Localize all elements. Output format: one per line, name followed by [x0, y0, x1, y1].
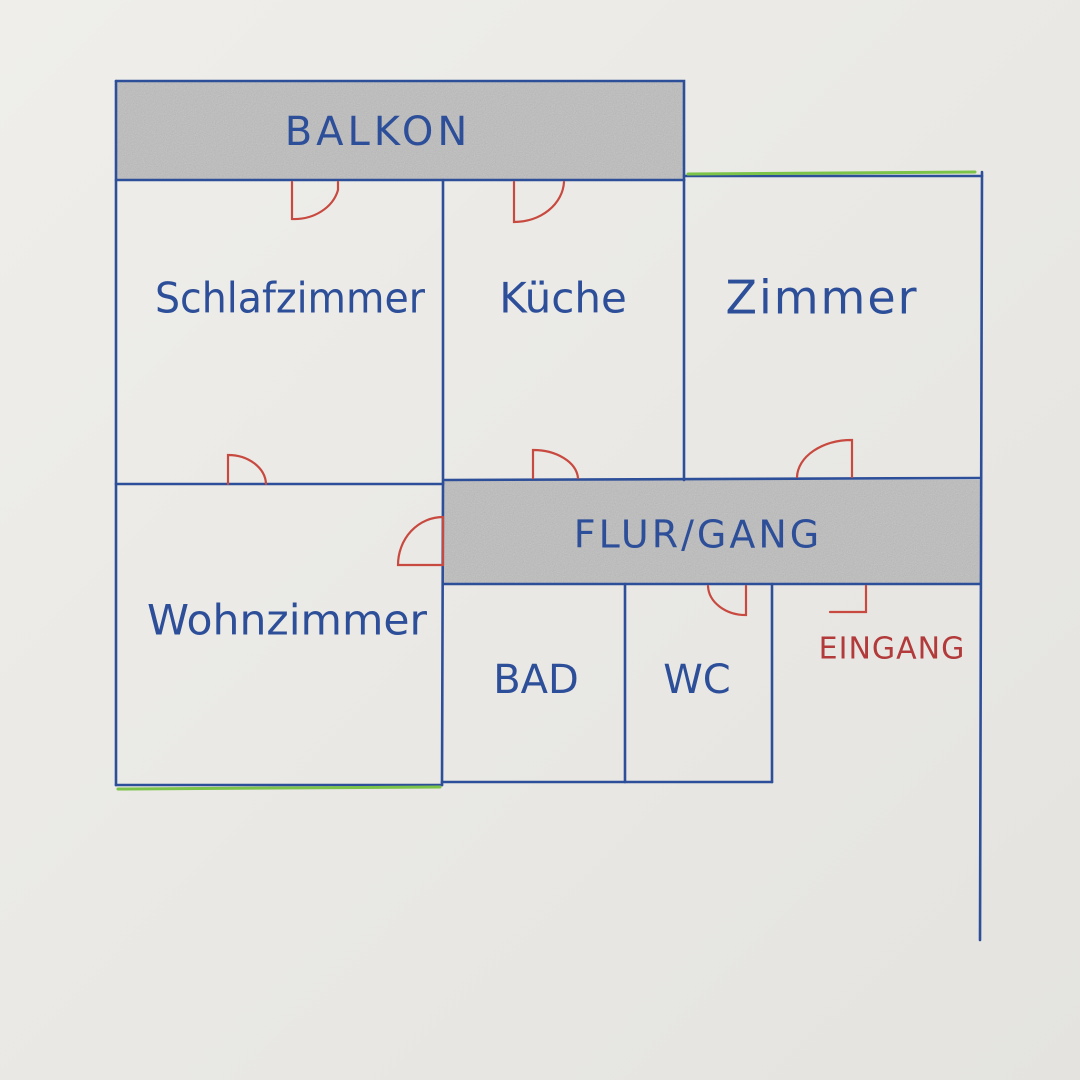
room-label-wohnzimmer: Wohnzimmer	[147, 596, 428, 645]
room-label-kueche: Küche	[499, 274, 627, 323]
room-label-bad: BAD	[493, 657, 579, 703]
room-label-balkon: BALKON	[285, 109, 472, 155]
door-zimmer-flur	[795, 438, 854, 479]
door-kueche-balkon	[512, 180, 566, 224]
door-wc-flur	[706, 584, 748, 617]
walls	[114, 79, 984, 942]
window-zimmer	[686, 170, 977, 176]
room-label-zimmer: Zimmer	[725, 271, 918, 325]
door-schlafzimmer-balkon	[290, 180, 340, 221]
window-wohnzimmer	[116, 785, 442, 791]
balkon-area	[116, 81, 684, 180]
flur-area	[444, 480, 980, 584]
door-eingang	[828, 584, 868, 614]
windows	[116, 170, 977, 791]
room-label-eingang: EINGANG	[819, 632, 966, 667]
room-label-schlafzimmer: Schlafzimmer	[155, 274, 426, 323]
door-schlafzimmer-wohnzimmer	[226, 453, 268, 486]
room-label-wc: WC	[663, 657, 730, 703]
door-kueche-flur	[531, 448, 580, 480]
door-wohnzimmer-flur	[396, 515, 445, 567]
room-label-flur: FLUR/GANG	[574, 513, 822, 557]
doors	[226, 180, 868, 617]
